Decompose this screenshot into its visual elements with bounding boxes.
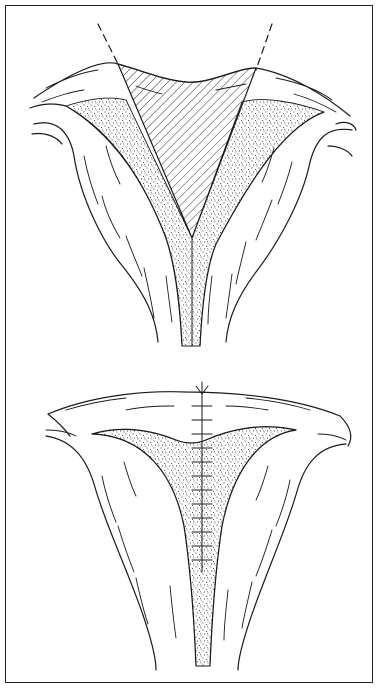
figure-canvas [6, 6, 374, 684]
incision-line-left [98, 24, 118, 64]
incision-line-right [256, 24, 272, 70]
right-horn-repaired [340, 416, 351, 446]
right-horn-lower [328, 146, 352, 156]
left-horn-lower [32, 133, 62, 144]
panel-before-resection [30, 24, 356, 346]
left-horn-tip [30, 104, 66, 108]
panel-after-repair [46, 382, 351, 670]
myometrium-right-outer-repaired [238, 444, 346, 670]
figure-frame [5, 5, 373, 683]
fundus-top-outline-repaired [48, 392, 340, 416]
myometrium-left-outer-repaired [46, 436, 156, 670]
